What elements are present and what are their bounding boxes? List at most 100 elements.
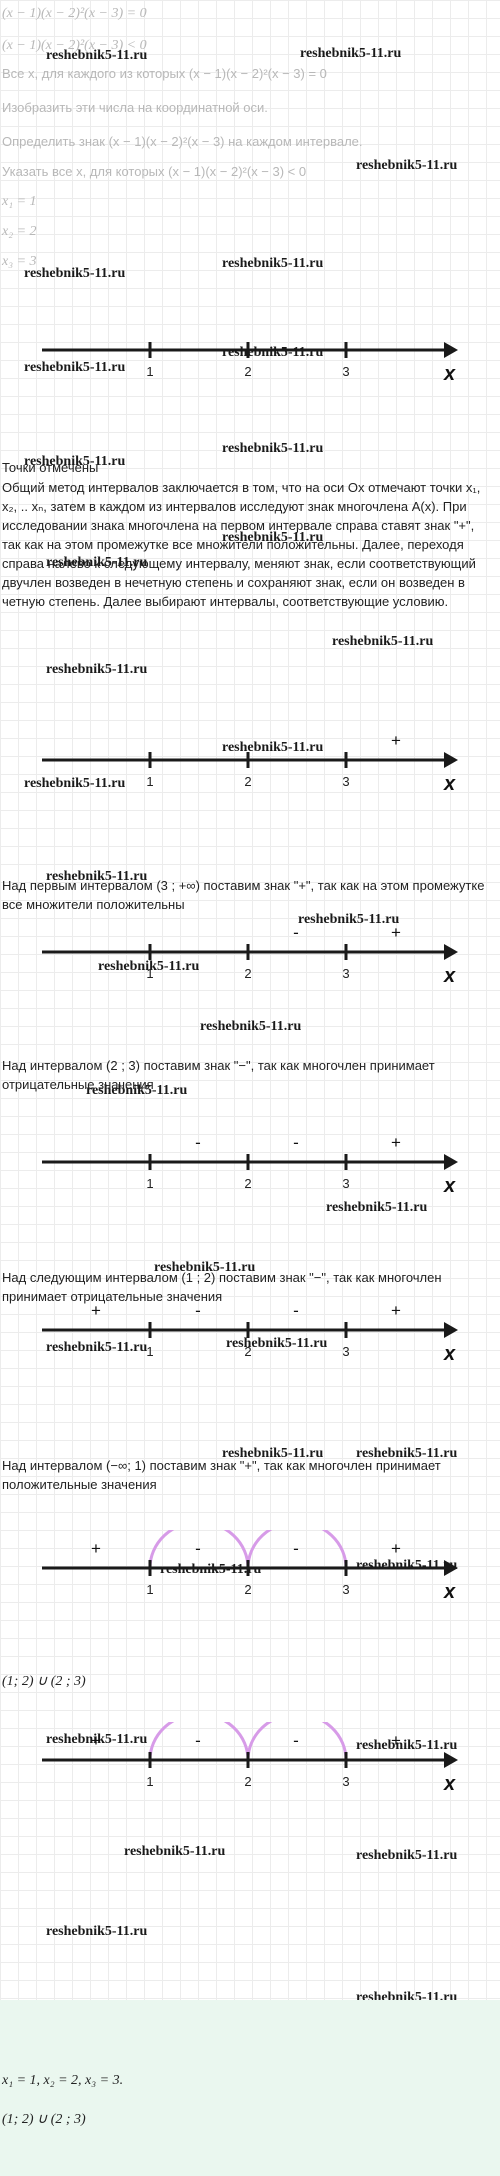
watermark: reshebnik5-11.ru — [200, 1019, 302, 1034]
number-line-points: 1 2 3 x — [0, 312, 500, 412]
watermark: reshebnik5-11.ru — [356, 1738, 458, 1753]
watermark: reshebnik5-11.ru — [86, 1083, 188, 1098]
watermark: reshebnik5-11.ru — [222, 740, 324, 755]
interval-sign: + — [391, 1133, 401, 1152]
axis-label: x — [443, 1581, 456, 1603]
watermark: reshebnik5-11.ru — [98, 959, 200, 974]
number-line-step4: 1 2 3 x + - - + — [0, 1292, 500, 1392]
axis-arrow-icon — [444, 944, 458, 960]
axis-arrow-icon — [444, 1322, 458, 1338]
watermark: reshebnik5-11.ru — [46, 48, 148, 63]
tick-label: 2 — [244, 364, 251, 379]
root-x2: x₂ = 2 — [2, 224, 37, 239]
interval-sign: - — [195, 1301, 201, 1320]
watermark: reshebnik5-11.ru — [222, 1446, 324, 1461]
axis-label: x — [443, 773, 456, 795]
watermark: reshebnik5-11.ru — [124, 1844, 226, 1859]
method-paragraph: Общий метод интервалов заключается в том… — [2, 480, 481, 609]
tick-label: 2 — [244, 774, 251, 789]
axis-arrow-icon — [444, 342, 458, 358]
axis-label: x — [443, 1773, 456, 1795]
step1-text: Над первым интервалом (3 ; +∞) поставим … — [2, 878, 485, 912]
tick-label: 3 — [342, 774, 349, 789]
axis-label: x — [443, 1175, 456, 1197]
axis-arrow-icon — [444, 1154, 458, 1170]
axis-label: x — [443, 1343, 456, 1365]
tick-label: 3 — [342, 1774, 349, 1789]
final-roots: x₁ = 1, x₂ = 2, x₃ = 3. — [2, 2073, 124, 2088]
watermark: reshebnik5-11.ru — [222, 256, 324, 271]
interval-sign: - — [293, 1301, 299, 1320]
interval-sign: + — [391, 1539, 401, 1558]
interval-arc — [246, 1722, 348, 1761]
watermark: reshebnik5-11.ru — [298, 912, 400, 927]
interval-sign: + — [391, 923, 401, 942]
interval-sign: - — [293, 923, 299, 942]
number-line-step1: 1 2 3 x + — [0, 722, 500, 822]
interval-sign: + — [91, 1301, 101, 1320]
watermark: reshebnik5-11.ru — [24, 266, 126, 281]
interval-sign: + — [391, 731, 401, 750]
answer-band — [0, 2000, 500, 2176]
watermark: reshebnik5-11.ru — [326, 1200, 428, 1215]
step4-text: Над интервалом (−∞; 1) поставим знак "+"… — [2, 1458, 441, 1492]
root-x1: x₁ = 1 — [2, 194, 37, 209]
interval-sign: + — [91, 1539, 101, 1558]
number-line-svg: 1 2 3 x + - - + — [42, 1301, 458, 1365]
tick-label: 3 — [342, 364, 349, 379]
tick-label: 2 — [244, 1176, 251, 1191]
tick-label: 1 — [146, 1176, 153, 1191]
equation-line: (x − 1)(x − 2)²(x − 3) = 0 — [2, 6, 147, 21]
watermark: reshebnik5-11.ru — [46, 869, 148, 884]
watermark: reshebnik5-11.ru — [356, 1446, 458, 1461]
interval-sign: - — [293, 1731, 299, 1750]
tick-label: 2 — [244, 1344, 251, 1359]
watermark: reshebnik5-11.ru — [46, 1924, 148, 1939]
interval-sign: - — [195, 1133, 201, 1152]
watermark: reshebnik5-11.ru — [24, 776, 126, 791]
tick-label: 1 — [146, 1344, 153, 1359]
inequality-line: (x − 1)(x − 2)²(x − 3) < 0 — [2, 38, 147, 53]
watermark: reshebnik5-11.ru — [356, 158, 458, 173]
watermark: reshebnik5-11.ru — [226, 1336, 328, 1351]
interval-sign: + — [391, 1301, 401, 1320]
interval-sign: - — [195, 1731, 201, 1750]
watermark: reshebnik5-11.ru — [46, 662, 148, 677]
step2-text: Над интервалом (2 ; 3) поставим знак "−"… — [2, 1058, 435, 1092]
interval-sign: + — [91, 1731, 101, 1750]
interval-arc — [148, 1722, 250, 1761]
step-select-x: Указать все x, для которых (x − 1)(x − 2… — [2, 164, 307, 179]
axis-arrow-icon — [444, 1560, 458, 1576]
interval-sign: - — [293, 1539, 299, 1558]
tick-label: 3 — [342, 1176, 349, 1191]
tick-label: 2 — [244, 1582, 251, 1597]
watermark: reshebnik5-11.ru — [222, 441, 324, 456]
tick-label: 1 — [146, 774, 153, 789]
axis-label: x — [443, 363, 456, 385]
tick-label: 3 — [342, 966, 349, 981]
watermark: reshebnik5-11.ru — [356, 1848, 458, 1863]
watermark: reshebnik5-11.ru — [332, 634, 434, 649]
answer-intervals: (1; 2) ∪ (2 ; 3) — [2, 1674, 86, 1689]
number-line-svg: 1 2 3 x — [42, 342, 458, 385]
axis-label: x — [443, 965, 456, 987]
tick-label: 1 — [146, 364, 153, 379]
watermark: reshebnik5-11.ru — [46, 555, 148, 570]
axis-arrow-icon — [444, 1752, 458, 1768]
interval-arc — [148, 1530, 250, 1569]
tick-label: 3 — [342, 1344, 349, 1359]
interval-sign: - — [195, 1539, 201, 1558]
watermark: reshebnik5-11.ru — [222, 530, 324, 545]
interval-sign: + — [391, 1731, 401, 1750]
step3-text: Над следующим интервалом (1 ; 2) постави… — [2, 1270, 442, 1304]
points-marked-text: Точки отмечены — [2, 460, 99, 475]
tick-label: 1 — [146, 1582, 153, 1597]
watermark: reshebnik5-11.ru — [154, 1260, 256, 1275]
